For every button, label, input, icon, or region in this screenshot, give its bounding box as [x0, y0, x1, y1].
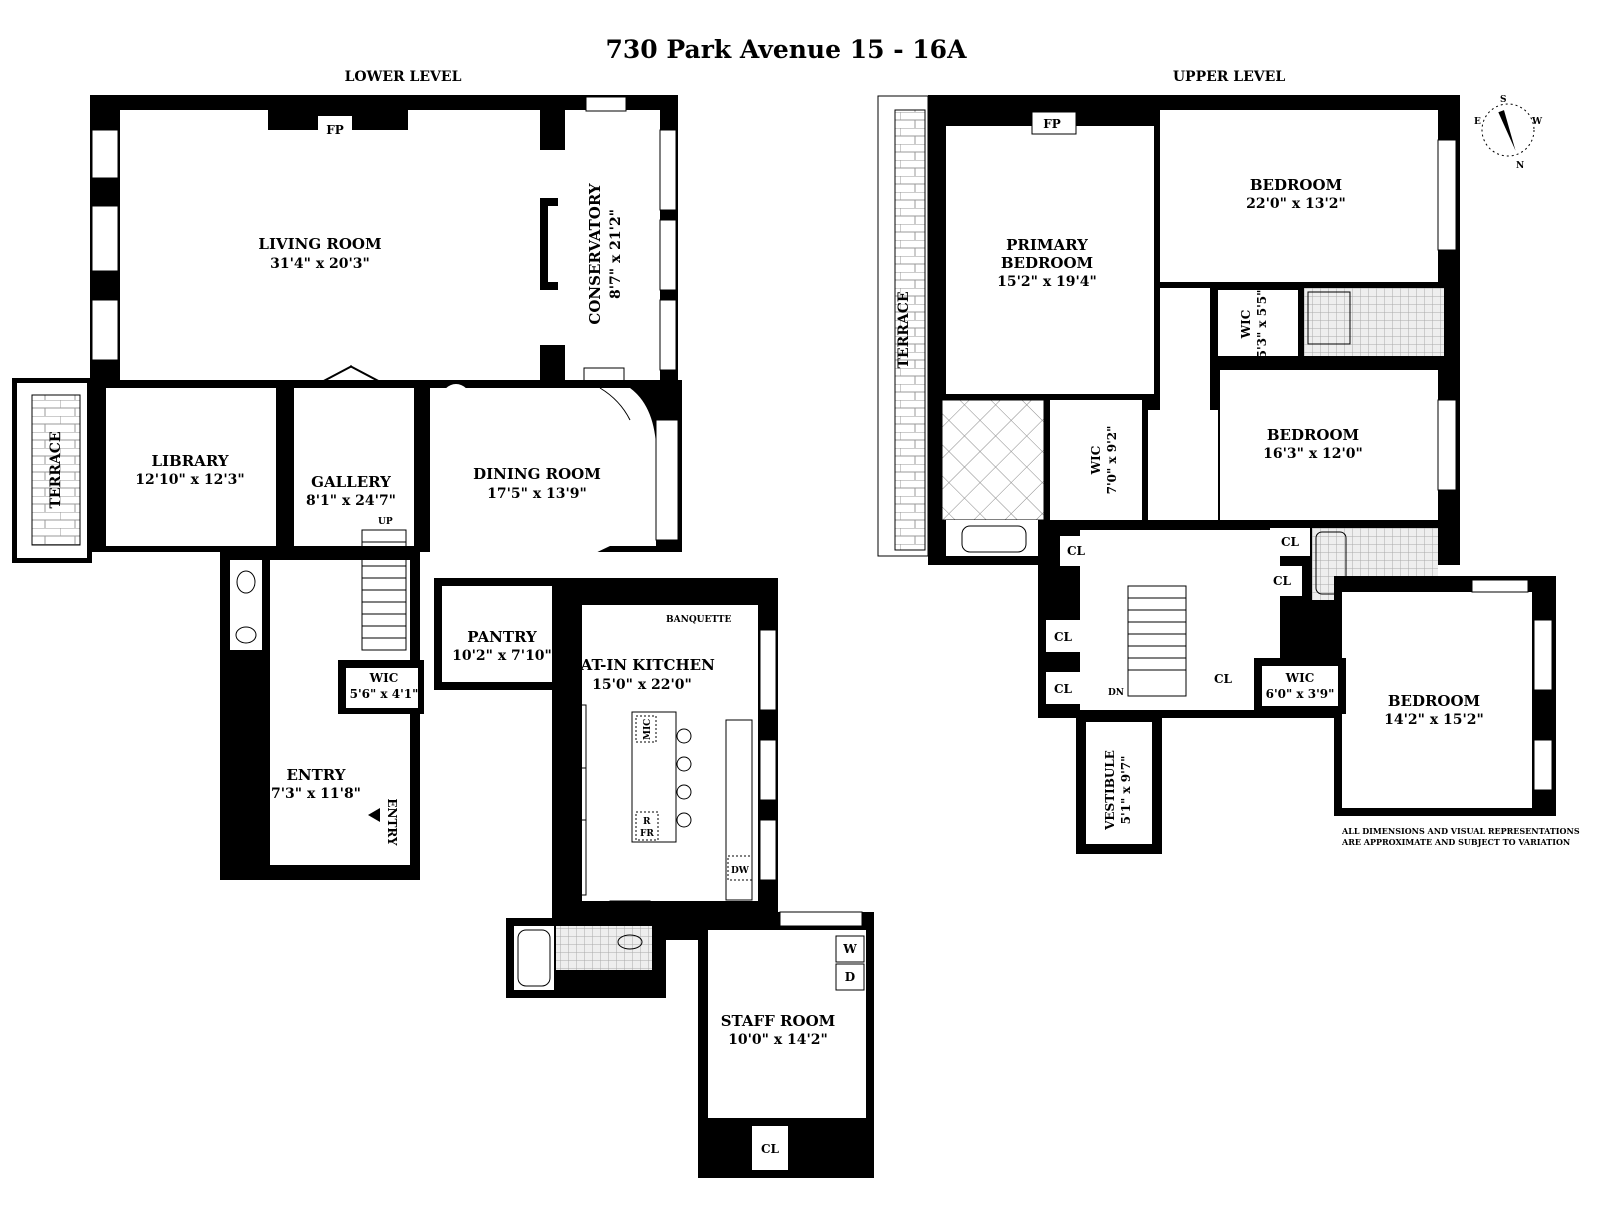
bedroom-3-dim: 14'2" x 15'2" [1384, 712, 1484, 728]
upper-closet-3-label: CL [1054, 682, 1073, 696]
entry-dim: 7'3" x 11'8" [271, 786, 361, 802]
dishwasher-label: DW [731, 866, 750, 876]
bedroom-2-name: BEDROOM [1267, 426, 1359, 444]
bedroom-3-wic-name: WIC [1285, 671, 1315, 685]
primary-wic-dim: 7'0" x 9'2" [1105, 426, 1119, 495]
lower-level-label: LOWER LEVEL [345, 69, 462, 85]
compass-n-label: N [1516, 161, 1524, 171]
staff-room-dim: 10'0" x 14'2" [728, 1032, 828, 1048]
primary-bedroom-name-1: PRIMARY [1006, 236, 1088, 254]
primary-wic-name: WIC [1089, 446, 1103, 476]
conservatory-dim: 8'7" x 21'2" [608, 209, 624, 299]
entry-name: ENTRY [286, 766, 345, 784]
gallery-name: GALLERY [311, 473, 391, 491]
plan-title: 730 Park Avenue 15 - 16A [606, 35, 968, 64]
disclaimer-line-2: ARE APPROXIMATE AND SUBJECT TO VARIATION [1341, 837, 1570, 847]
compass-w-label: W [1531, 117, 1543, 127]
small-wic-name: WIC [1239, 310, 1253, 340]
banquette-label: BANQUETTE [666, 615, 731, 625]
microwave-label: MIC [643, 719, 653, 740]
stairs-up-label: UP [378, 517, 393, 527]
primary-bedroom-name-2: BEDROOM [1001, 254, 1093, 272]
dining-room-dim: 17'5" x 13'9" [487, 486, 587, 502]
upper-level-label: UPPER LEVEL [1173, 69, 1285, 85]
pantry-dim: 10'2" x 7'10" [452, 648, 552, 664]
bedroom-3-wic-dim: 6'0" x 3'9" [1266, 687, 1335, 701]
upper-closet-6-label: CL [1214, 672, 1233, 686]
washer-label: W [842, 942, 857, 956]
upper-closet-1-label: CL [1067, 544, 1086, 558]
gallery-dim: 8'1" x 24'7" [306, 493, 396, 509]
vestibule-name: VESTIBULE [1103, 750, 1117, 831]
bedroom-1-dim: 22'0" x 13'2" [1246, 196, 1346, 212]
dining-room-name: DINING ROOM [473, 465, 601, 483]
primary-bedroom-dim: 15'2" x 19'4" [997, 274, 1097, 290]
kitchen-name: EAT-IN KITCHEN [569, 656, 715, 674]
compass-e-label: E [1474, 117, 1481, 127]
living-room-name: LIVING ROOM [258, 235, 381, 253]
bedroom-3-name: BEDROOM [1388, 692, 1480, 710]
library-name: LIBRARY [151, 452, 228, 470]
stairs-down-label: DN [1108, 688, 1124, 698]
upper-terrace-label: TERRACE [896, 291, 912, 368]
kitchen-fridge-fr-label: FR [640, 829, 654, 839]
dryer-label: D [845, 970, 855, 984]
disclaimer-line-1: ALL DIMENSIONS AND VISUAL REPRESENTATION… [1341, 826, 1580, 836]
kitchen-dim: 15'0" x 22'0" [592, 677, 692, 693]
upper-closet-5-label: CL [1273, 574, 1292, 588]
lower-terrace-label: TERRACE [48, 431, 64, 508]
compass-s-label: S [1500, 95, 1507, 105]
living-fireplace-label: FP [326, 123, 344, 137]
lower-wic-name: WIC [369, 671, 399, 685]
vestibule-dim: 5'1" x 9'7" [1119, 756, 1133, 825]
conservatory-name: CONSERVATORY [586, 183, 604, 324]
lower-level-plan: FP LIVING ROOM 31'4" x 20'3" CONSERVATOR… [12, 95, 874, 1178]
pantry-name: PANTRY [467, 628, 537, 646]
staff-room-name: STAFF ROOM [721, 1012, 836, 1030]
staff-closet-label: CL [761, 1142, 780, 1156]
upper-level-plan: TERRACE FP PRIMARY BEDROOM 15'2" x 19'4"… [877, 95, 1556, 854]
small-wic-dim: 5'3" x 5'5" [1255, 290, 1269, 359]
upper-closet-2-label: CL [1054, 630, 1073, 644]
compass-icon: S W N E [1474, 95, 1543, 171]
library-dim: 12'10" x 12'3" [135, 472, 244, 488]
primary-fireplace-label: FP [1043, 117, 1061, 131]
kitchen-fridge-r-label: R [643, 817, 651, 827]
pantry-fridge-label: R [625, 905, 636, 919]
lower-wic-dim: 5'6" x 4'1" [350, 687, 419, 701]
living-room-dim: 31'4" x 20'3" [270, 256, 370, 272]
bedroom-1-name: BEDROOM [1250, 176, 1342, 194]
entry-arrow-label: ENTRY [385, 798, 399, 846]
bedroom-2-dim: 16'3" x 12'0" [1263, 446, 1363, 462]
upper-closet-4-label: CL [1281, 535, 1300, 549]
